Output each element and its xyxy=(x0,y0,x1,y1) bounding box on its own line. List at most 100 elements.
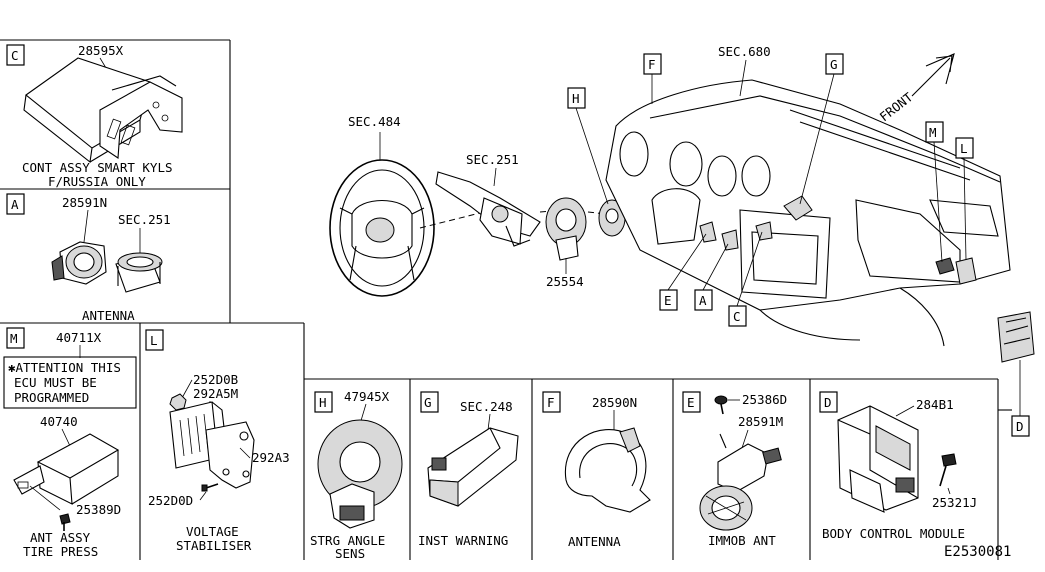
part-number: 25321J xyxy=(932,495,977,510)
instrument-panel-illustration xyxy=(605,79,1035,363)
panel-letter-box xyxy=(6,327,25,349)
panel-caption-line-2: F/RUSSIA ONLY xyxy=(48,174,146,189)
callout-c: C xyxy=(728,231,763,327)
panel-h-steering-angle-sensor: H 47945X STRG ANGLE SENS xyxy=(310,389,403,561)
callout-f: F xyxy=(643,53,662,104)
part-number: 28591N xyxy=(62,195,107,210)
panel-caption-line-1: VOLTAGE xyxy=(186,524,239,539)
svg-text:G: G xyxy=(830,57,838,72)
svg-text:E: E xyxy=(664,293,672,308)
tire-pressure-receiver-illustration xyxy=(13,433,120,505)
panel-letter: A xyxy=(11,197,19,212)
panel-d-body-control-module: D 284B1 25321J BODY CONTROL MODULE xyxy=(819,391,977,541)
panel-caption-line-1: ANT ASSY xyxy=(30,530,91,545)
panel-f-antenna: F 28590N ANTENNA xyxy=(542,391,651,549)
spiral-cable-illustration xyxy=(545,197,587,261)
panel-letter-box xyxy=(314,391,333,413)
callout-m: M xyxy=(925,121,944,263)
panel-frame-lines xyxy=(0,39,1012,560)
part-number: 28595X xyxy=(78,43,124,58)
panel-letter-box xyxy=(682,391,701,413)
svg-text:L: L xyxy=(960,141,968,156)
body-control-module-illustration xyxy=(837,405,919,513)
ignition-cylinder-illustration xyxy=(115,252,163,293)
part-number: 252D0B xyxy=(193,372,238,387)
part-number: 292A5M xyxy=(193,386,238,401)
panel-caption: ANTENNA xyxy=(82,308,135,323)
panel-c-smart-keyless: C 28595X CONT ASSY SMART KYLS F/RUSSIA O… xyxy=(6,43,183,189)
panel-caption: BODY CONTROL MODULE xyxy=(822,526,965,541)
front-direction-label: FRONT xyxy=(877,89,916,124)
warning-lamp-illustration xyxy=(427,427,519,507)
panel-caption: INST WARNING xyxy=(418,533,508,548)
part-number: 28591M xyxy=(738,414,783,429)
part-number: 28590N xyxy=(592,395,637,410)
panel-letter: M xyxy=(10,331,18,346)
panel-caption-line-2: STABILISER xyxy=(176,538,252,553)
diagram-code: E2530081 xyxy=(944,544,1011,560)
panel-letter: E xyxy=(687,395,695,410)
panel-letter: F xyxy=(547,395,555,410)
svg-text:M: M xyxy=(929,125,937,140)
panel-e-immobiliser: E 25386D 28591M IMMOB ANT xyxy=(682,391,787,548)
section-reference: SEC.251 xyxy=(466,152,519,167)
antenna-ring-illustration xyxy=(51,241,107,285)
front-arrow-icon xyxy=(911,53,955,97)
notice-line-1: ✱ATTENTION THIS xyxy=(8,360,121,375)
part-number: 40740 xyxy=(40,414,78,429)
panel-a-antenna: A 28591N SEC.251 ANTENNA xyxy=(6,193,171,323)
part-number: 25386D xyxy=(742,392,787,407)
part-number: 292A3 xyxy=(252,450,290,465)
part-number: 284B1 xyxy=(916,397,954,412)
section-reference: SEC.484 xyxy=(348,114,401,129)
panel-caption-line-1: CONT ASSY SMART KYLS xyxy=(22,160,173,175)
panel-letter-box xyxy=(6,193,25,215)
antenna-ring-illustration xyxy=(564,427,651,513)
smart-keyless-unit-illustration xyxy=(23,57,183,164)
panel-letter-box xyxy=(420,391,439,413)
steering-angle-sensor-illustration xyxy=(317,419,403,529)
section-reference: SEC.251 xyxy=(118,212,171,227)
stabiliser-unit-illustration xyxy=(169,401,255,489)
part-number: 47945X xyxy=(344,389,390,404)
panel-letter: L xyxy=(150,333,158,348)
part-number: 25389D xyxy=(76,502,121,517)
panel-caption: IMMOB ANT xyxy=(708,533,776,548)
nut-icon xyxy=(169,393,187,411)
panel-g-inst-warning: G SEC.248 INST WARNING xyxy=(418,391,519,548)
panel-caption-line-2: TIRE PRESS xyxy=(23,544,98,559)
section-reference: SEC.680 xyxy=(718,44,771,59)
callout-d: D xyxy=(1011,360,1030,437)
callout-a: A xyxy=(694,243,729,311)
panel-letter: H xyxy=(319,395,327,410)
part-number: 25554 xyxy=(546,274,584,289)
part-number: 40711X xyxy=(56,330,102,345)
steering-wheel-illustration xyxy=(329,159,435,297)
svg-text:C: C xyxy=(733,309,741,324)
programming-notice-label xyxy=(3,356,137,409)
panel-letter-box xyxy=(6,44,25,66)
panel-letter: C xyxy=(11,48,19,63)
section-reference: SEC.248 xyxy=(460,399,513,414)
panel-letter-box xyxy=(145,329,164,351)
panel-letter-box xyxy=(819,391,838,413)
bolt-icon xyxy=(59,513,71,531)
bolt-icon xyxy=(939,453,957,487)
callout-l: L xyxy=(955,137,974,261)
immobiliser-antenna-illustration xyxy=(699,433,782,531)
panel-letter-box xyxy=(542,391,561,413)
panel-letter: G xyxy=(424,395,432,410)
callout-g: G xyxy=(799,53,844,205)
main-assembly-view: SEC.484 SEC.251 25554 xyxy=(329,44,1035,437)
svg-text:D: D xyxy=(1016,419,1024,434)
panel-m-tire-pressure: M 40711X ✱ATTENTION THIS ECU MUST BE PRO… xyxy=(3,327,137,559)
panel-caption-line-2: SENS xyxy=(335,546,365,561)
panel-caption: ANTENNA xyxy=(568,534,621,549)
callout-h: H xyxy=(567,87,609,205)
notice-line-2: ECU MUST BE xyxy=(14,375,97,390)
screw-icon xyxy=(201,483,219,492)
screw-icon xyxy=(714,395,728,415)
part-number: 252D0D xyxy=(148,493,193,508)
svg-text:F: F xyxy=(648,57,656,72)
